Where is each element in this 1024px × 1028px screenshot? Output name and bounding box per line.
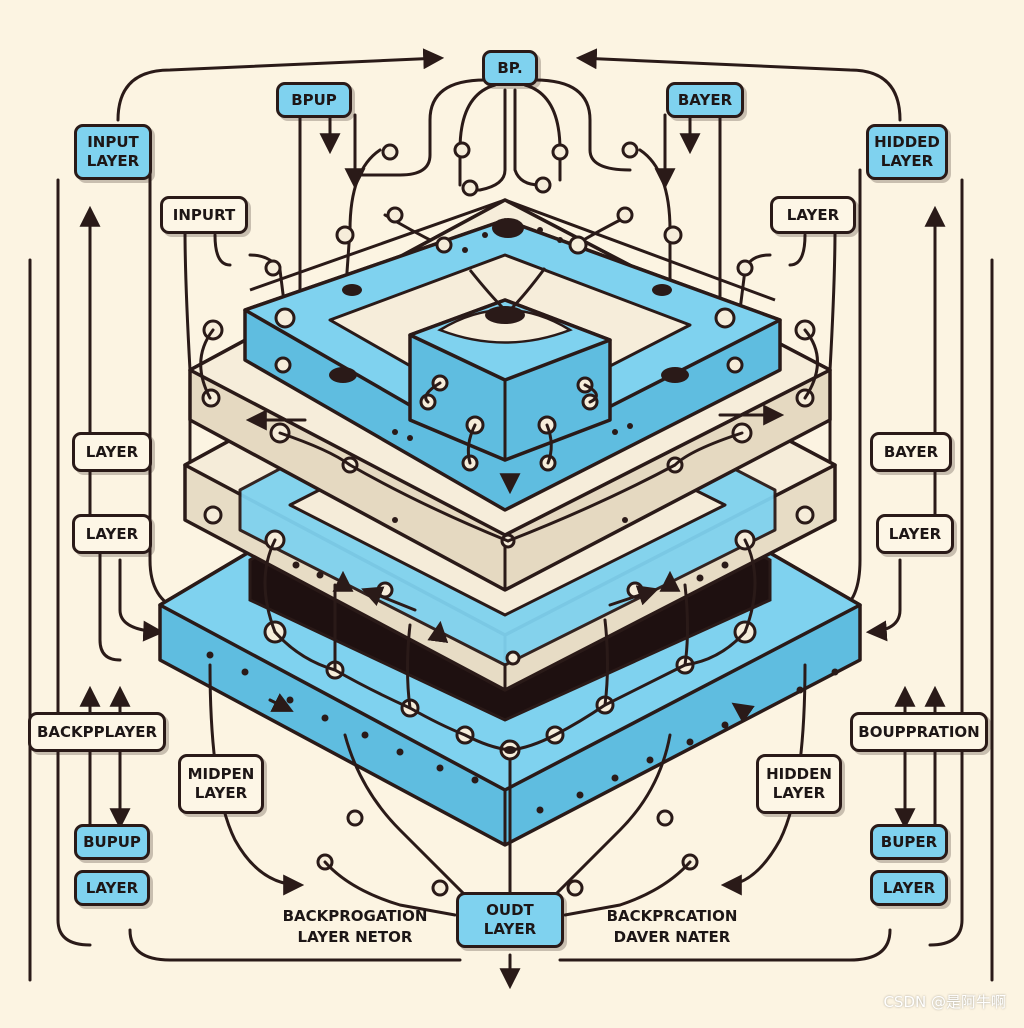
dark-nodes	[329, 284, 689, 754]
caption-left: BACKPROGATION LAYER NETOR	[282, 907, 428, 946]
label-top-left: BPUP	[276, 82, 352, 118]
outer-connectors	[28, 48, 994, 990]
label-bupup: BUPUP	[74, 824, 150, 860]
label-layer-bottom-left: LAYER	[74, 870, 150, 906]
label-top-right: BAYER	[666, 82, 744, 118]
label-bayer-right: BAYER	[870, 432, 952, 472]
label-layer-right-2: LAYER	[876, 514, 954, 554]
label-top-center: BP.	[482, 50, 538, 86]
slab-arrows	[245, 404, 785, 724]
label-midpen-layer: MIDPEN LAYER	[178, 754, 264, 814]
label-layer-inner-right: LAYER	[770, 196, 856, 234]
label-input-layer: INPUT LAYER	[74, 124, 152, 180]
label-inpurt: INPURT	[160, 196, 248, 234]
label-buper: BUPER	[870, 824, 948, 860]
label-output-layer: OUDT LAYER	[456, 892, 564, 948]
watermark: CSDN @是阿牛啊	[883, 993, 1006, 1011]
label-layer-left-1: LAYER	[72, 432, 152, 472]
dot-trails	[292, 227, 729, 582]
label-hidded-layer: HIDDED LAYER	[866, 124, 948, 180]
label-boupprations: BOUPPRATION	[850, 712, 988, 752]
label-hidden-layer: HIDDEN LAYER	[756, 754, 842, 814]
central-cube	[408, 218, 612, 462]
link-curves	[199, 328, 819, 917]
label-layer-left-2: LAYER	[72, 514, 152, 554]
label-layer-bottom-right: LAYER	[870, 870, 948, 906]
label-backpplayer: BACKPPLAYER	[28, 712, 166, 752]
caption-right: BACKPRCATION DAVER NATER	[606, 907, 738, 946]
